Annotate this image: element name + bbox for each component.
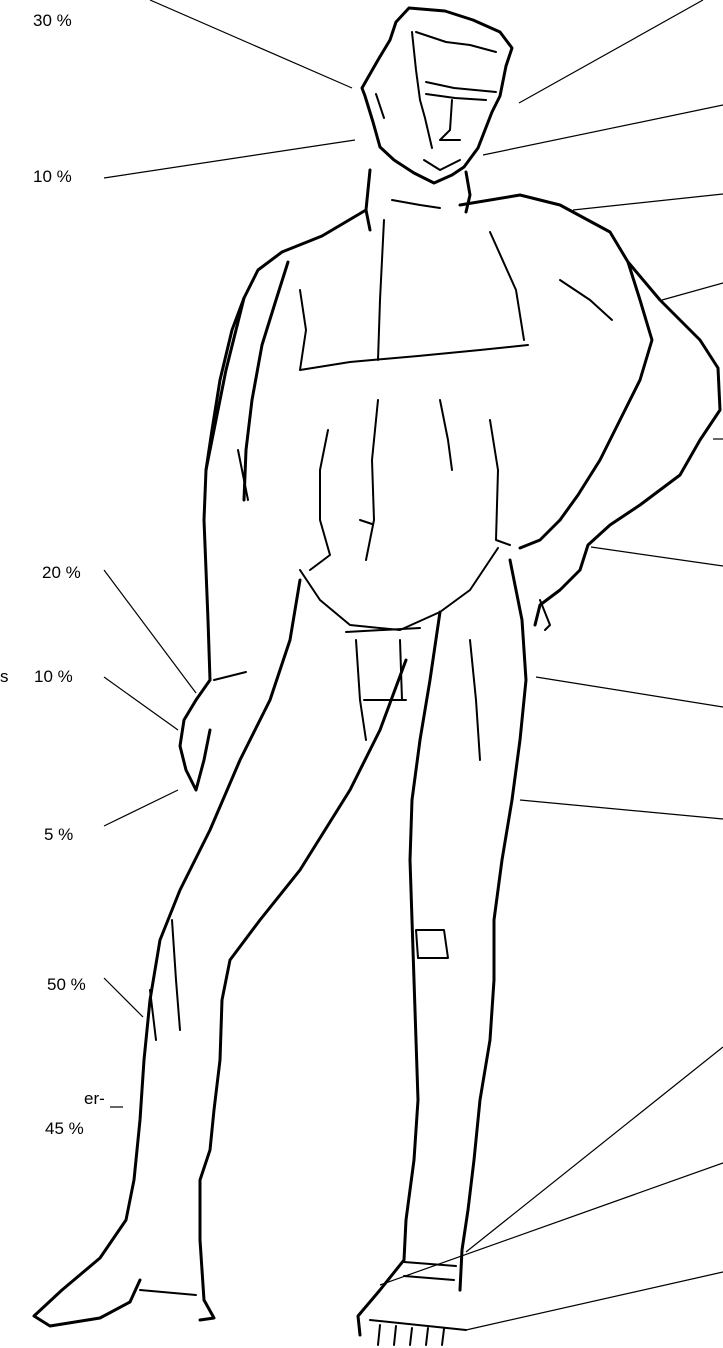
label-head-top: 30 % <box>33 11 72 30</box>
label-hand-upper: 20 % <box>42 563 81 582</box>
label-hand-low: 5 % <box>44 825 73 844</box>
label-calf-lower: 45 % <box>45 1119 84 1138</box>
figure-sketch <box>34 8 720 1345</box>
label-cut-text-1: s <box>0 667 9 686</box>
label-hand-mid: 10 % <box>34 667 73 686</box>
label-cut-text-2: er- <box>84 1089 105 1108</box>
label-calf-upper: 50 % <box>47 975 86 994</box>
leader-lines-left <box>104 0 355 1107</box>
label-neck: 10 % <box>33 167 72 186</box>
